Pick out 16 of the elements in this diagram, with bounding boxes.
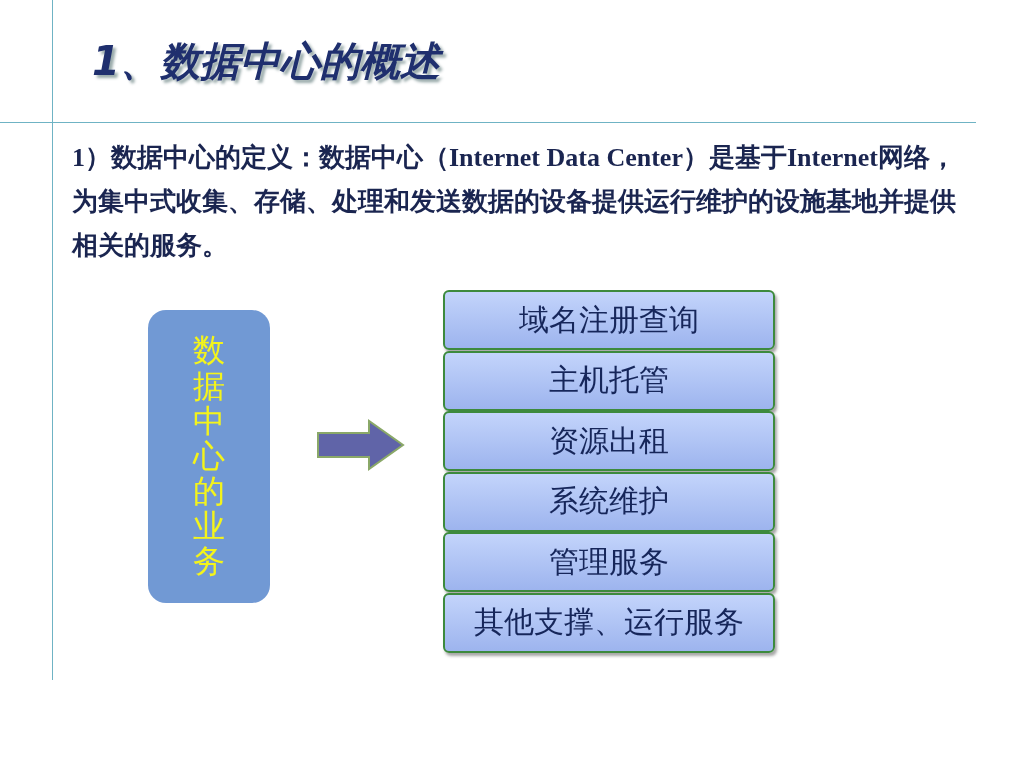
service-box (443, 290, 775, 350)
service-label: 主机托管 (549, 361, 669, 399)
service-box (443, 592, 775, 653)
service-label: 其他支撑、运行服务 (474, 603, 744, 641)
category-box (148, 310, 270, 603)
service-box (443, 350, 775, 411)
block-arrow (317, 419, 405, 471)
service-box (443, 471, 775, 532)
service-box (443, 411, 775, 471)
definition-paragraph: 1）数据中心的定义：数据中心（Internet Data Center）是基于Internet网络，为集中式收集、存储、处理和发送数据的设备提供运行维护的设施基地并提供相关的服务。 (72, 142, 957, 262)
category-label: 数据中心的业务 (193, 333, 225, 580)
service-label: 域名注册查询 (519, 300, 699, 339)
service-box (443, 532, 775, 592)
service-label: 管理服务 (549, 542, 669, 581)
service-label: 资源出租 (549, 421, 669, 460)
service-label: 系统维护 (549, 482, 669, 520)
